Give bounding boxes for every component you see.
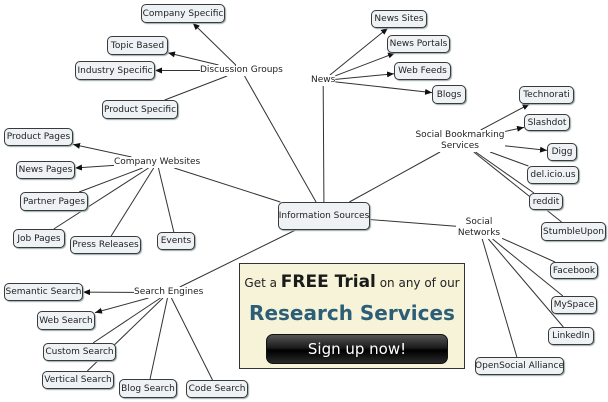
connector-comp-newspages (74, 164, 115, 171)
hub-company-websites[interactable]: Company Websites (114, 157, 201, 168)
connector-se-blogsearch (149, 297, 168, 380)
connector-soc-opensocial (481, 238, 518, 358)
connector-news-newssites (329, 27, 389, 76)
leaf-technorati[interactable]: Technorati (519, 86, 574, 104)
center-node-information-sources[interactable]: Information Sources (278, 202, 370, 230)
sign-up-button[interactable]: Sign up now! (266, 334, 448, 364)
connector-info-se (179, 229, 296, 288)
hub-social-networks[interactable]: Social Networks (456, 217, 502, 239)
connector-soc-facebook (501, 237, 556, 263)
leaf-digg[interactable]: Digg (547, 143, 577, 161)
leaf-industry-specific[interactable]: Industry Specific (75, 61, 155, 80)
leaf-news-pages[interactable]: News Pages (16, 161, 75, 179)
leaf-web-search[interactable]: Web Search (37, 311, 95, 330)
connector-sbm-techno (480, 103, 530, 131)
connector-disc-compspec (192, 22, 237, 66)
hub-social-bookmarking-services[interactable]: Social Bookmarking Services (415, 130, 505, 152)
connector-info-sbm (349, 151, 441, 203)
ad-headline: Get a FREE Trial on any of our (240, 270, 464, 294)
hub-search-engines[interactable]: Search Engines (134, 287, 204, 298)
leaf-vertical-search[interactable]: Vertical Search (42, 371, 114, 389)
leaf-custom-search[interactable]: Custom Search (43, 343, 116, 361)
connector-disc-prodspec (164, 75, 228, 101)
leaf-facebook[interactable]: Facebook (550, 262, 598, 279)
connector-news-newsportals (335, 52, 396, 77)
leaf-linkedin[interactable]: LinkedIn (548, 327, 594, 345)
leaf-events[interactable]: Events (157, 232, 195, 250)
hub-news[interactable]: News (311, 75, 336, 86)
leaf-code-search[interactable]: Code Search (186, 380, 248, 398)
connector-soc-myspace (492, 238, 564, 297)
leaf-reddit[interactable]: reddit (529, 193, 563, 210)
leaf-news-portals[interactable]: News Portals (387, 35, 450, 53)
connector-info-news (322, 85, 325, 203)
leaf-job-pages[interactable]: Job Pages (13, 229, 65, 248)
connector-comp-events (157, 167, 175, 233)
connector-sbm-reddit (475, 151, 535, 194)
leaf-blog-search[interactable]: Blog Search (119, 379, 177, 398)
connector-comp-press (110, 167, 155, 237)
leaf-web-feeds[interactable]: Web Feeds (394, 62, 451, 80)
leaf-semantic-search[interactable]: Semantic Search (4, 283, 83, 301)
leaf-partner-pages[interactable]: Partner Pages (20, 192, 88, 211)
leaf-press-releases[interactable]: Press Releases (70, 236, 141, 254)
connector-sbm-digg (504, 145, 548, 153)
connector-comp-partner (78, 167, 143, 193)
leaf-blogs[interactable]: Blogs (432, 85, 466, 104)
leaf-topic-based[interactable]: Topic Based (107, 36, 168, 55)
connector-se-websearch (94, 297, 149, 314)
connector-soc-linkedin (487, 238, 564, 328)
ad-research-services: Research Services (249, 301, 455, 325)
hub-discussion-groups[interactable]: Discussion Groups (200, 65, 283, 76)
connector-info-comp (174, 167, 281, 203)
ad-headline-post: on any of our (379, 276, 460, 290)
connector-sbm-stumble (473, 151, 562, 223)
ad-headline-free-trial: FREE Trial (280, 272, 376, 292)
connector-disc-topic (167, 51, 219, 66)
leaf-product-specific[interactable]: Product Specific (102, 100, 178, 119)
connector-info-soc (369, 219, 457, 227)
connector-news-blogs (335, 81, 433, 95)
connector-sbm-delicious (489, 151, 529, 167)
connector-sbm-slash (504, 125, 525, 132)
leaf-myspace[interactable]: MySpace (551, 296, 597, 314)
leaf-slashdot[interactable]: Slashdot (524, 114, 570, 131)
leaf-company-specific[interactable]: Company Specific (141, 4, 225, 23)
connector-se-code (170, 297, 213, 381)
ad-headline-pre: Get a (244, 276, 277, 290)
leaf-opensocial-alliance[interactable]: OpenSocial Alliance (475, 357, 564, 375)
leaf-del-icio-us[interactable]: del.icio.us (527, 166, 579, 184)
leaf-product-pages[interactable]: Product Pages (4, 128, 73, 146)
leaf-news-sites[interactable]: News Sites (371, 10, 427, 28)
connector-comp-prodpages (72, 142, 132, 158)
connector-comp-job (53, 167, 149, 230)
connector-info-disc (244, 75, 317, 203)
connector-news-webfeeds (335, 71, 395, 80)
connector-se-custom (92, 297, 161, 344)
free-trial-ad-banner[interactable]: Get a FREE Trial on any of our Research … (239, 263, 465, 369)
leaf-stumbleupon[interactable]: StumbleUpon (541, 222, 606, 241)
